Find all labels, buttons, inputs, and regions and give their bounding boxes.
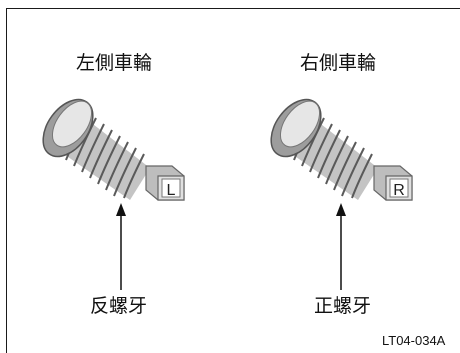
right-wheel-title: 右側車輪 (300, 52, 377, 74)
right-cap-letter: R (393, 182, 405, 199)
left-arrowhead (116, 203, 126, 216)
left-thread-label: 反螺牙 (90, 295, 148, 317)
left-wheel-title: 左側車輪 (76, 52, 153, 74)
leader-arrows (116, 203, 346, 290)
left-lug-bolt (42, 98, 185, 201)
left-cap-letter: L (167, 182, 176, 199)
right-lug-bolt (270, 98, 413, 201)
figure-frame (6, 8, 460, 353)
right-arrowhead (336, 203, 346, 216)
figure-code: LT04-034A (382, 333, 446, 348)
right-thread-label: 正螺牙 (314, 295, 372, 317)
